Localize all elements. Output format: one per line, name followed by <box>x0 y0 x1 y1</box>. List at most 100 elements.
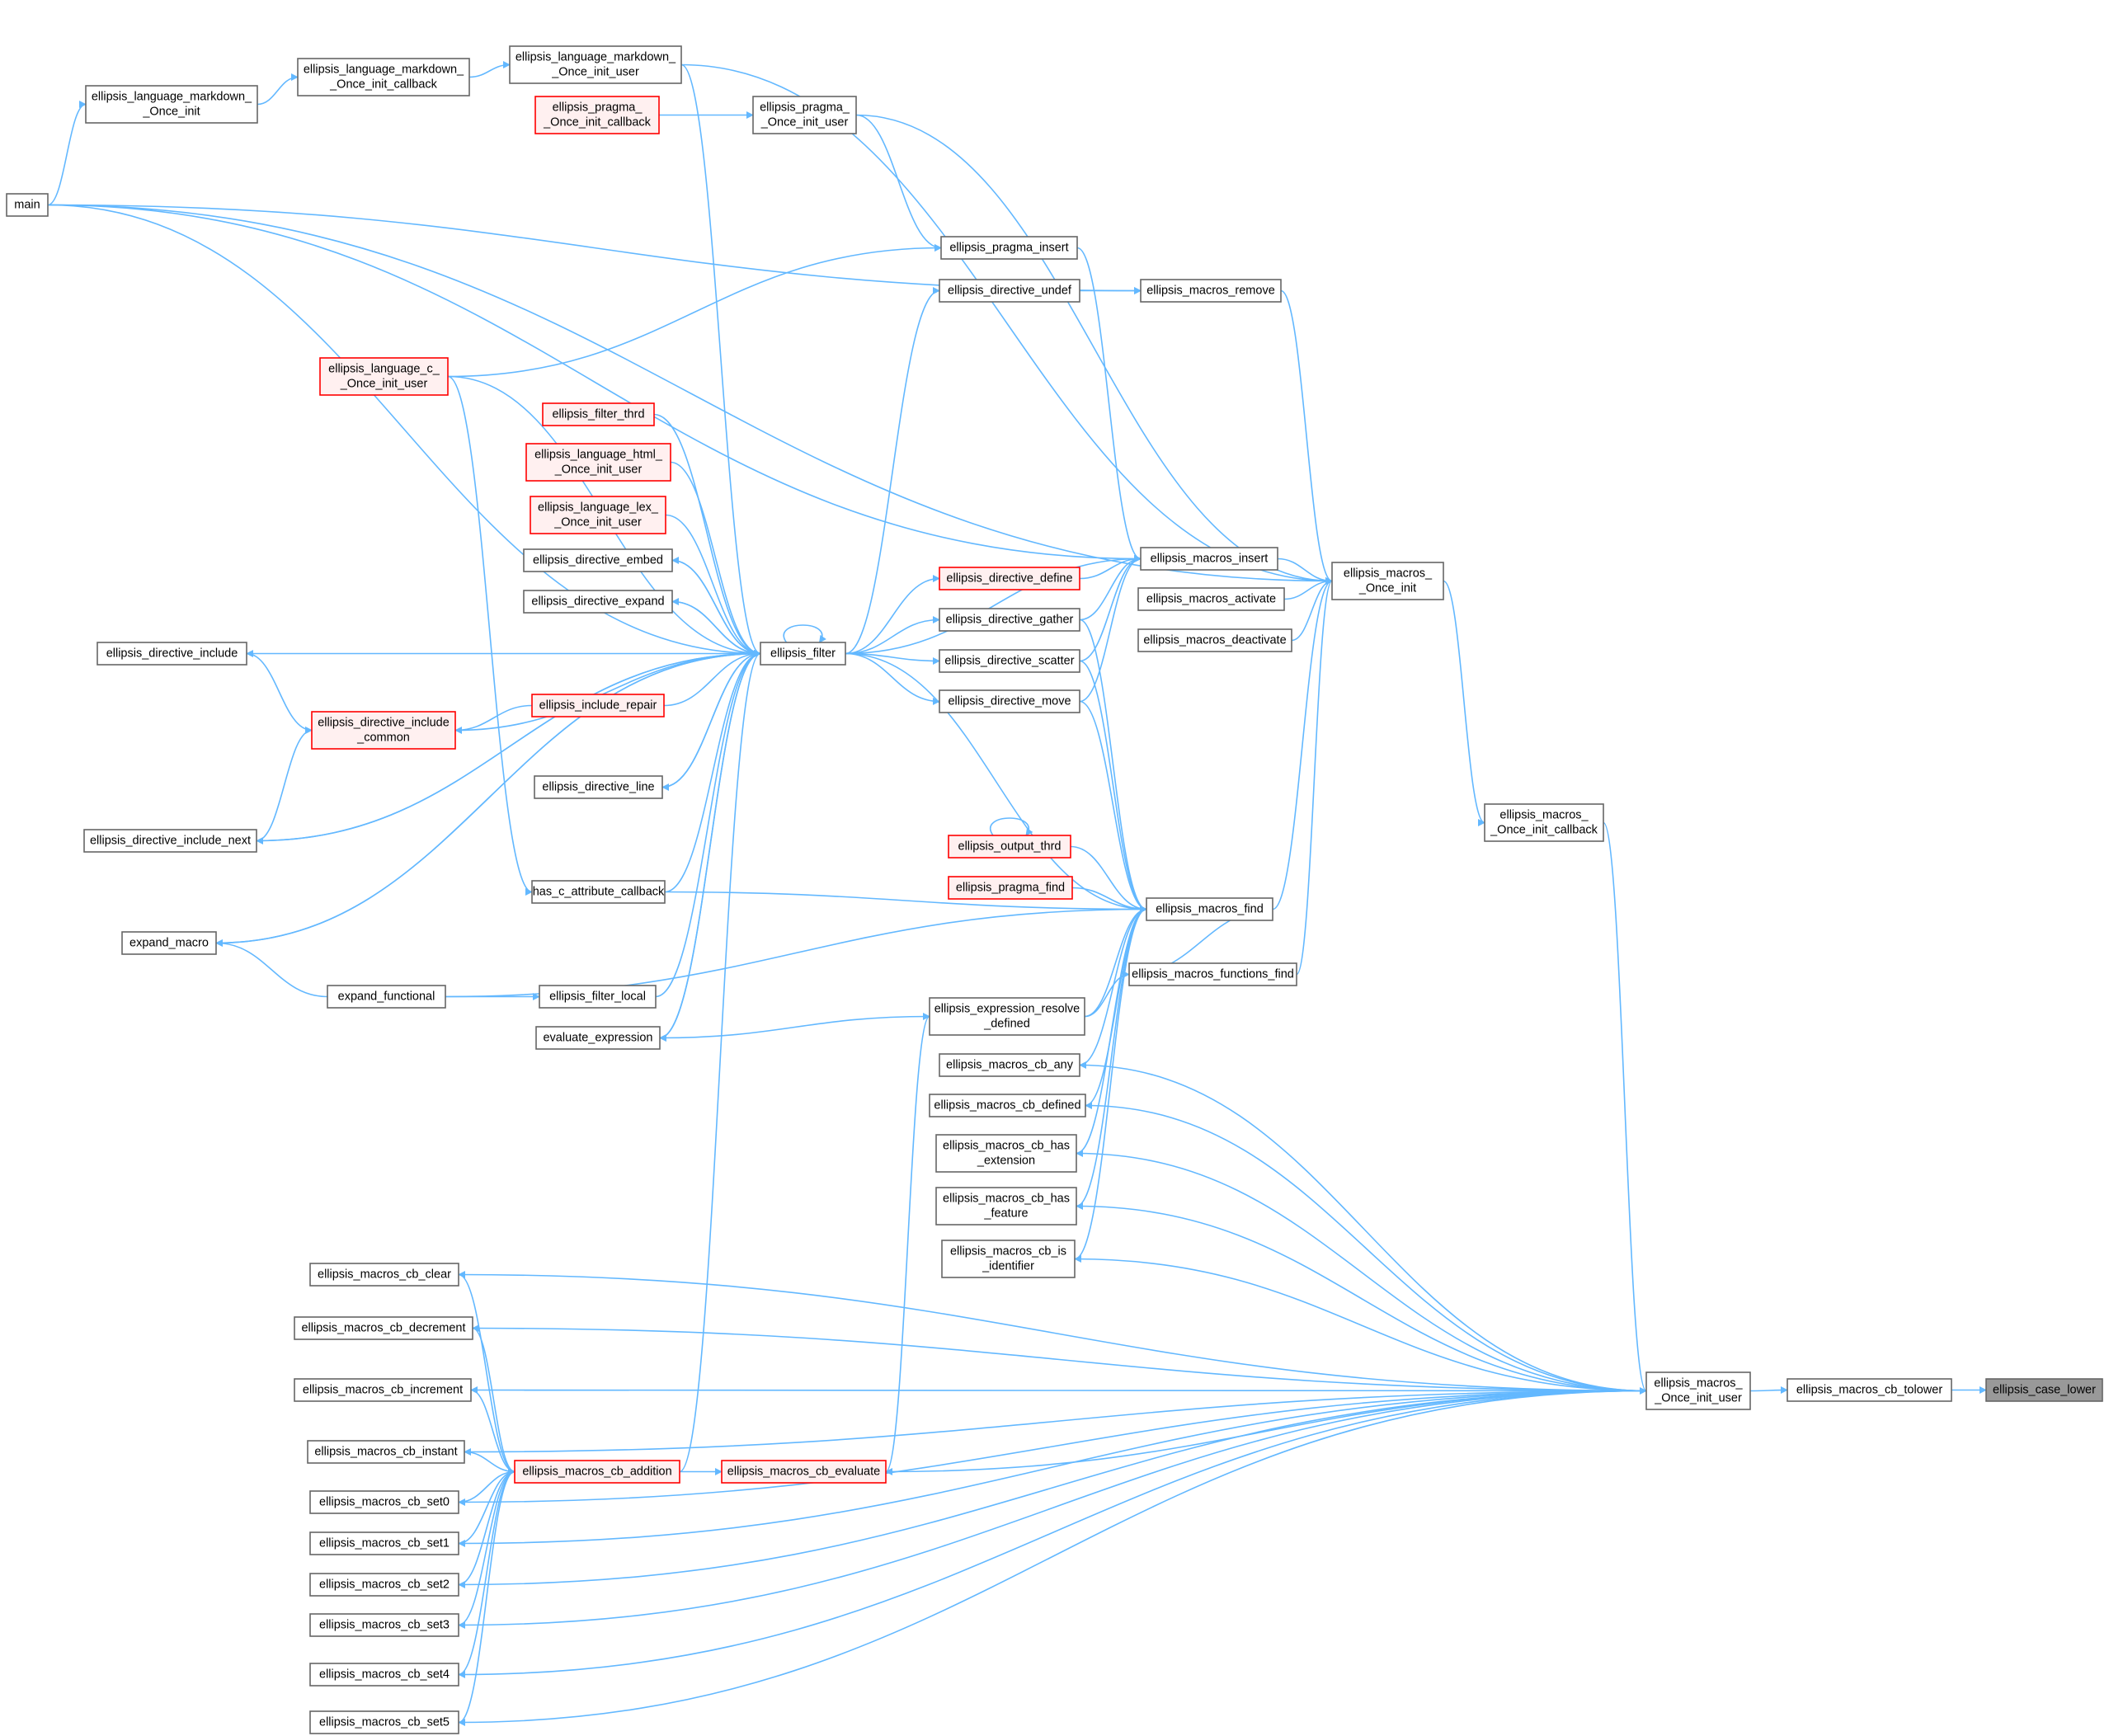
node-macros-deactivate[interactable]: ellipsis_macros_deactivate <box>1137 628 1292 652</box>
node-label: ellipsis_macros_functions_find <box>1132 968 1294 981</box>
node-filter-local[interactable]: ellipsis_filter_local <box>539 985 657 1009</box>
edge-filter-to-directive-gather <box>845 616 940 655</box>
node-label: expand_functional <box>338 990 435 1004</box>
node-cb-instant[interactable]: ellipsis_macros_cb_instant <box>307 1440 465 1464</box>
node-label: ellipsis_macros_ <box>1344 567 1433 581</box>
node-box <box>297 58 470 96</box>
node-label: ellipsis_directive_include <box>106 647 238 661</box>
node-directive-define[interactable]: ellipsis_directive_define <box>939 567 1080 590</box>
node-cb-has-feat[interactable]: ellipsis_macros_cb_has_feature <box>935 1187 1077 1226</box>
node-directive-include[interactable]: ellipsis_directive_include <box>97 642 247 666</box>
node-label: ellipsis_language_html_ <box>534 449 663 462</box>
node-cb-increment[interactable]: ellipsis_macros_cb_increment <box>294 1378 472 1402</box>
node-macros-once-user[interactable]: ellipsis_macros__Once_init_user <box>1645 1371 1751 1410</box>
node-directive-gather[interactable]: ellipsis_directive_gather <box>939 608 1080 632</box>
node-macros-find[interactable]: ellipsis_macros_find <box>1146 897 1273 921</box>
edge-macros-remove-to-macros-once <box>1280 289 1333 585</box>
node-label: ellipsis_pragma_ <box>760 101 850 115</box>
node-macros-activate[interactable]: ellipsis_macros_activate <box>1137 587 1285 611</box>
node-functions-find[interactable]: ellipsis_macros_functions_find <box>1128 962 1297 986</box>
node-lang-lex-user[interactable]: ellipsis_language_lex__Once_init_user <box>530 496 666 534</box>
node-macros-remove[interactable]: ellipsis_macros_remove <box>1140 279 1282 303</box>
node-include-common[interactable]: ellipsis_directive_include_common <box>311 711 456 750</box>
edge-cb-has-ext-to-macros-find <box>1076 906 1147 1155</box>
node-lang-html-user[interactable]: ellipsis_language_html__Once_init_user <box>525 443 671 482</box>
node-label: main <box>14 199 40 212</box>
node-directive-expand[interactable]: ellipsis_directive_expand <box>523 590 673 614</box>
node-label: ellipsis_macros_cb_set3 <box>319 1619 450 1632</box>
node-cb-set3[interactable]: ellipsis_macros_cb_set3 <box>309 1613 459 1637</box>
node-macros-insert[interactable]: ellipsis_macros_insert <box>1140 547 1278 571</box>
node-box <box>1140 279 1282 303</box>
node-label: ellipsis_macros_cb_instant <box>314 1446 457 1459</box>
node-cb-has-ext[interactable]: ellipsis_macros_cb_has_extension <box>935 1134 1077 1173</box>
node-include-repair[interactable]: ellipsis_include_repair <box>531 694 665 717</box>
node-filter-thrd[interactable]: ellipsis_filter_thrd <box>542 402 655 426</box>
node-main[interactable]: main <box>6 193 49 217</box>
node-expr-resolve[interactable]: ellipsis_expression_resolve_defined <box>929 997 1085 1036</box>
node-case-lower[interactable]: ellipsis_case_lower <box>1985 1378 2103 1402</box>
node-box <box>539 985 657 1009</box>
node-label: ellipsis_directive_embed <box>533 554 663 567</box>
node-include-next[interactable]: ellipsis_directive_include_next <box>83 829 257 853</box>
node-pragma-insert[interactable]: ellipsis_pragma_insert <box>940 236 1078 260</box>
edge-cb-defined-to-macros-find <box>1085 906 1147 1107</box>
edge-filter-thrd-to-filter <box>653 413 761 657</box>
node-expand-macro[interactable]: expand_macro <box>121 931 217 955</box>
node-cb-evaluate[interactable]: ellipsis_macros_cb_evaluate <box>721 1460 887 1484</box>
edge-macros-once-user-to-cb-increment <box>470 1386 1647 1395</box>
node-pragma-cb[interactable]: ellipsis_pragma__Once_init_callback <box>534 96 660 134</box>
node-output-thrd[interactable]: ellipsis_output_thrd <box>948 835 1071 859</box>
node-label: ellipsis_macros_cb_set1 <box>319 1537 450 1550</box>
node-pragma-user[interactable]: ellipsis_pragma__Once_init_user <box>752 96 857 134</box>
edge-macros-find-to-macros-once <box>1272 577 1333 910</box>
node-lang-md-cb[interactable]: ellipsis_language_markdown__Once_init_ca… <box>297 58 470 96</box>
node-macros-once-cb[interactable]: ellipsis_macros__Once_init_callback <box>1484 803 1604 842</box>
node-label: _Once_init_user <box>340 378 428 391</box>
node-box <box>85 85 258 124</box>
node-box <box>523 590 673 614</box>
edge-lang-md-user-to-macros-once <box>680 64 1333 585</box>
node-label: ellipsis_pragma_find <box>956 882 1065 895</box>
node-label: _Once_init_user <box>760 116 849 129</box>
edge-macros-once-user-to-cb-decrement <box>472 1324 1647 1392</box>
node-pragma-find[interactable]: ellipsis_pragma_find <box>948 876 1073 900</box>
node-cb-set2[interactable]: ellipsis_macros_cb_set2 <box>309 1573 459 1597</box>
node-label: ellipsis_directive_move <box>948 695 1071 708</box>
edge-cb-is-ident-to-macros-find <box>1074 906 1147 1260</box>
node-cb-addition[interactable]: ellipsis_macros_cb_addition <box>514 1460 680 1484</box>
node-cb-set0[interactable]: ellipsis_macros_cb_set0 <box>309 1490 459 1514</box>
node-cb-set1[interactable]: ellipsis_macros_cb_set1 <box>309 1531 459 1555</box>
node-cb-decrement[interactable]: ellipsis_macros_cb_decrement <box>294 1316 473 1340</box>
node-directive-line[interactable]: ellipsis_directive_line <box>534 775 663 799</box>
node-box <box>752 96 857 134</box>
node-label: expand_macro <box>129 937 209 950</box>
node-filter[interactable]: ellipsis_filter <box>760 642 846 666</box>
node-label: ellipsis_macros_cb_defined <box>934 1099 1080 1113</box>
node-cb-tolower[interactable]: ellipsis_macros_cb_tolower <box>1787 1378 1952 1402</box>
node-cb-is-ident[interactable]: ellipsis_macros_cb_is_identifier <box>941 1240 1076 1278</box>
node-label: ellipsis_macros_insert <box>1151 553 1269 566</box>
node-directive-move[interactable]: ellipsis_directive_move <box>939 689 1080 713</box>
node-cb-defined[interactable]: ellipsis_macros_cb_defined <box>929 1094 1086 1117</box>
node-lang-c-user[interactable]: ellipsis_language_c__Once_init_user <box>319 357 449 396</box>
node-lang-md-once[interactable]: ellipsis_language_markdown__Once_init <box>85 85 258 124</box>
node-box <box>940 236 1078 260</box>
node-directive-scatter[interactable]: ellipsis_directive_scatter <box>939 649 1080 673</box>
node-macros-once[interactable]: ellipsis_macros__Once_init <box>1331 562 1444 600</box>
node-expand-functional[interactable]: expand_functional <box>327 985 446 1009</box>
node-evaluate-expr[interactable]: evaluate_expression <box>535 1026 661 1050</box>
node-box <box>939 649 1080 673</box>
node-box <box>1985 1378 2103 1402</box>
node-cb-any[interactable]: ellipsis_macros_cb_any <box>939 1053 1080 1077</box>
node-box <box>941 1240 1076 1278</box>
node-cb-set4[interactable]: ellipsis_macros_cb_set4 <box>309 1663 459 1687</box>
node-directive-embed[interactable]: ellipsis_directive_embed <box>523 548 673 572</box>
node-lang-md-user[interactable]: ellipsis_language_markdown__Once_init_us… <box>509 45 682 84</box>
node-cb-clear[interactable]: ellipsis_macros_cb_clear <box>309 1263 459 1287</box>
node-directive-undef[interactable]: ellipsis_directive_undef <box>939 279 1080 303</box>
node-has-c-attr[interactable]: has_c_attribute_callback <box>531 880 666 904</box>
edge-pragma-insert-to-macros-insert <box>1076 247 1142 562</box>
edge-lang-c-user-to-has-c-attr <box>447 375 533 896</box>
node-cb-set5[interactable]: ellipsis_macros_cb_set5 <box>309 1710 459 1734</box>
